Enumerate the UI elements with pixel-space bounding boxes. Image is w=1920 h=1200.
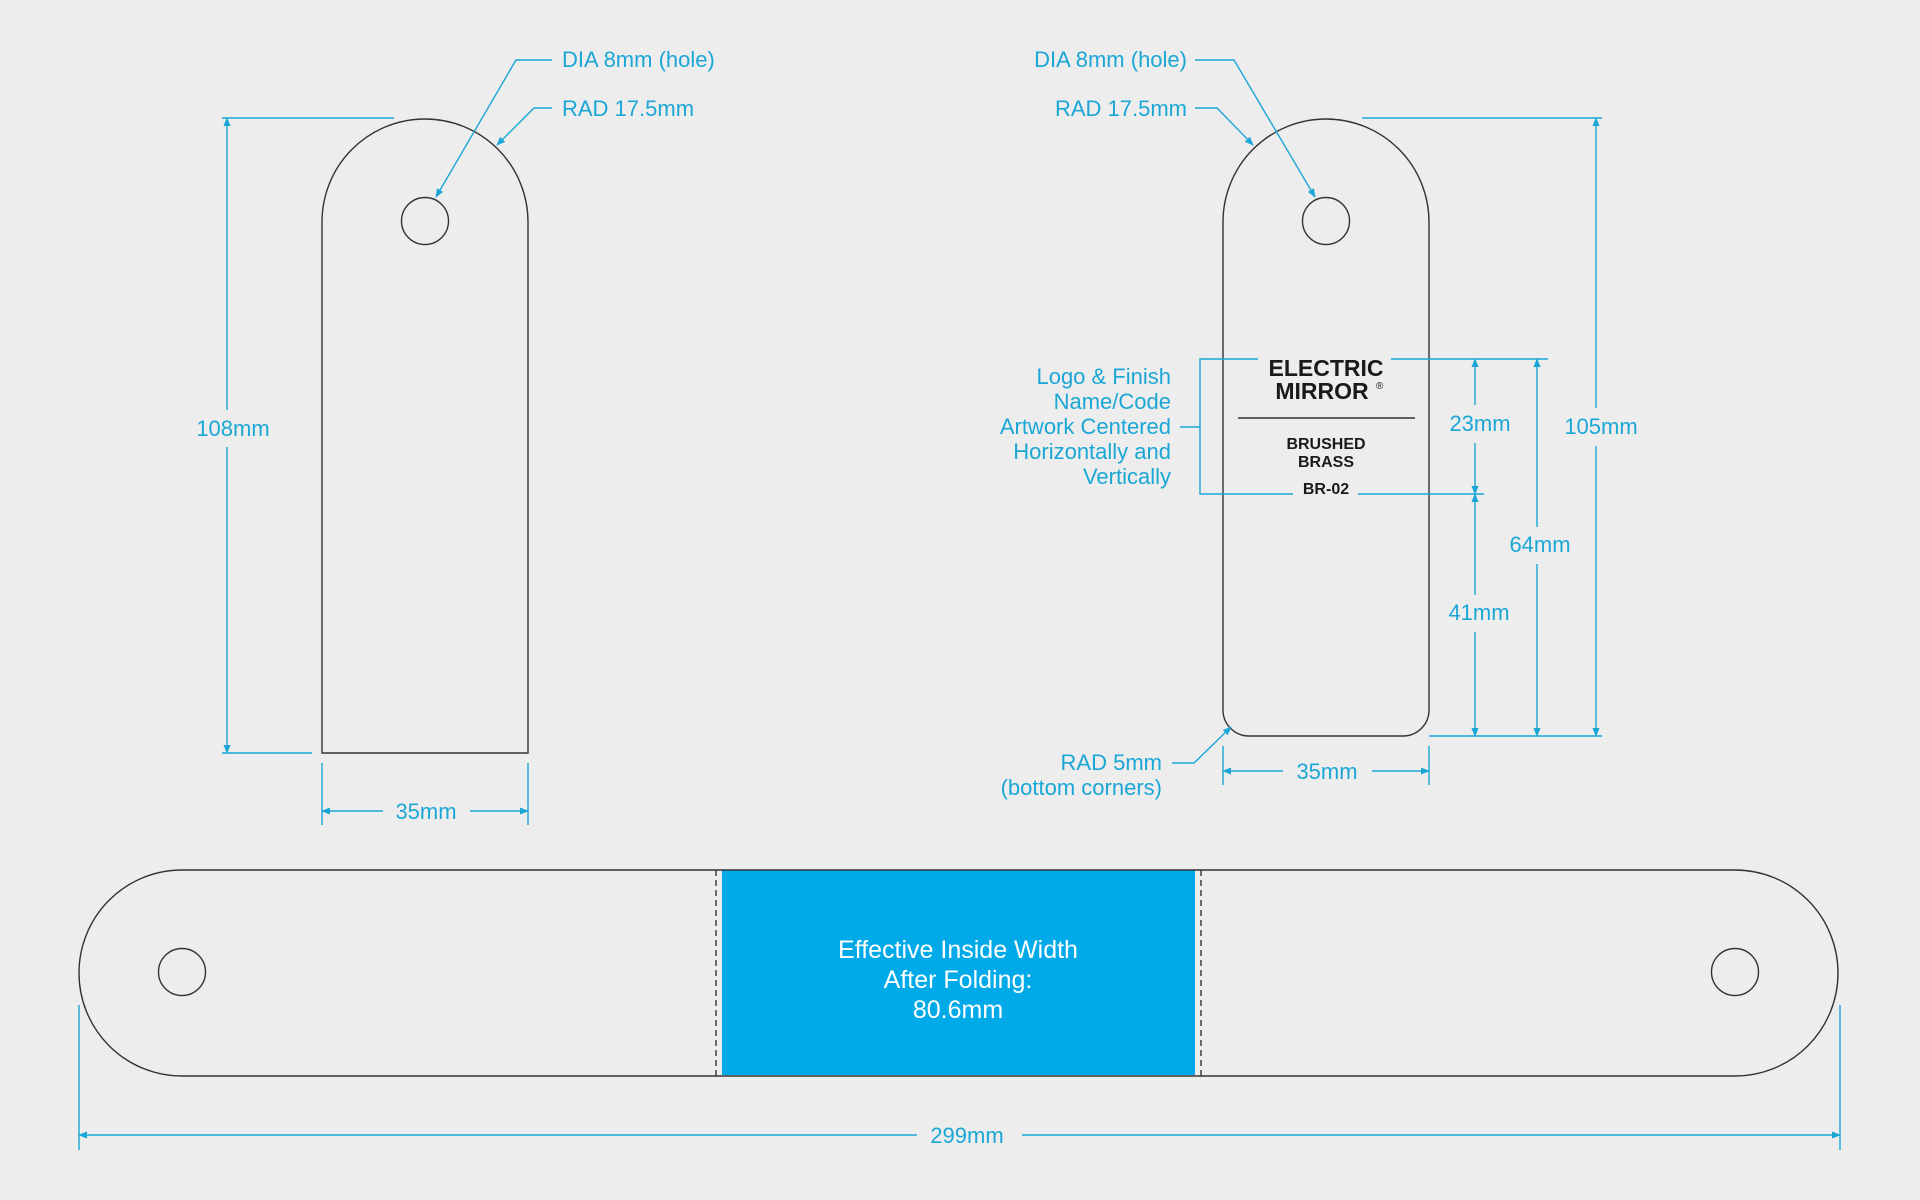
artwork-note-line4: Horizontally and [1013,439,1171,464]
artwork-note-line5: Vertically [1083,464,1171,489]
effective-width-line1: Effective Inside Width [838,936,1078,964]
bottom-radius-label-2: (bottom corners) [1001,775,1162,800]
artwork-note-line3: Artwork Centered [1000,414,1171,439]
folded-hole-label: DIA 8mm (hole) [1034,47,1187,72]
flat-radius-leader [496,107,552,146]
flat-hole-label: DIA 8mm (hole) [562,47,715,72]
flat-tag-dimensions [222,59,552,825]
folded-tag-outline [1222,118,1430,737]
overall-height-label: 105mm [1564,414,1637,439]
effective-width-line2: After Folding: [884,966,1033,994]
strap-hole-left [157,947,207,997]
finish-line2: BRASS [1298,454,1354,471]
folded-radius-label: RAD 17.5mm [1055,96,1187,121]
flat-width-label: 35mm [395,799,456,824]
artwork-height-label: 23mm [1449,411,1510,436]
logo-line2: MIRROR [1275,378,1369,404]
registered-mark: ® [1376,381,1384,392]
artwork-note-line1: Logo & Finish [1036,364,1171,389]
effective-width-line3: 80.6mm [913,996,1003,1024]
folded-radius-leader [1195,107,1254,146]
folded-tag-view: ELECTRIC MIRROR ® BRUSHED BRASS BR-02 [1000,47,1638,800]
finish-line1: BRUSHED [1286,436,1365,453]
flat-hole-leader [435,59,552,198]
bottom-radius-leader [1172,726,1232,764]
unfolded-strap-view: Effective Inside Width After Folding: 80… [78,869,1841,1150]
folded-tag-hole [1301,196,1351,246]
strap-hole-right [1710,947,1760,997]
flat-tag-hole [400,196,450,246]
folded-tag-dimensions [1172,59,1602,785]
artwork-note-line2: Name/Code [1054,389,1171,414]
bottom-radius-label-1: RAD 5mm [1061,750,1162,775]
combined-height-label: 64mm [1509,532,1570,557]
artwork-note: Logo & Finish Name/Code Artwork Centered… [1000,364,1171,489]
flat-tag-outline [321,118,529,754]
lower-height-label: 41mm [1448,600,1509,625]
finish-code: BR-02 [1303,481,1349,498]
strap-length-label: 299mm [930,1123,1003,1148]
flat-height-label: 108mm [196,416,269,441]
strap-outline [78,869,1839,1077]
logo-artwork: ELECTRIC MIRROR ® BRUSHED BRASS BR-02 [1238,355,1415,498]
logo-line1: ELECTRIC [1269,355,1384,381]
flat-radius-label: RAD 17.5mm [562,96,694,121]
folded-width-label: 35mm [1296,759,1357,784]
flat-tag-view: DIA 8mm (hole) RAD 17.5mm 108mm 35mm [196,47,715,825]
effective-width-highlight [722,870,1195,1075]
folded-hole-leader [1195,59,1316,198]
